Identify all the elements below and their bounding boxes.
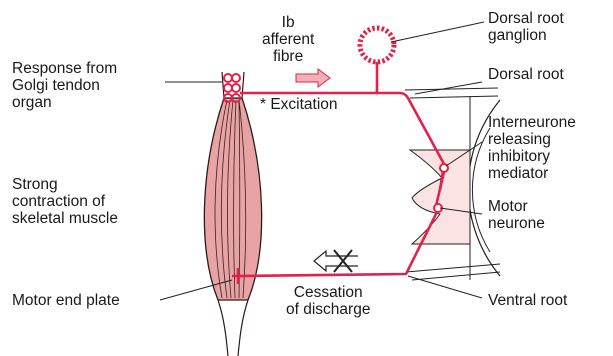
- grey-matter: [410, 150, 470, 244]
- motor-neurone-label: Motor neurone: [488, 198, 545, 232]
- afferent-arrow: [296, 69, 330, 87]
- golgi-response-label: Response from Golgi tendon organ: [12, 60, 117, 111]
- ib-afferent-fibre-label: Ib afferent fibre: [262, 14, 314, 65]
- lower-tendon: [218, 300, 248, 356]
- dorsal-root-ganglion-label: Dorsal root ganglion: [488, 10, 564, 44]
- spinal-cord: [410, 96, 500, 280]
- dorsal-root-label: Dorsal root: [488, 66, 564, 83]
- motor-end-plate-label: Motor end plate: [12, 292, 120, 309]
- ventral-root-label: Ventral root: [488, 292, 567, 309]
- excitation-label: * Excitation: [260, 96, 338, 113]
- blocked-arrow: [314, 250, 358, 272]
- interneurone-label: Interneurone releasing inhibitory mediat…: [488, 114, 576, 182]
- strong-contraction-label: Strong contraction of skeletal muscle: [12, 176, 118, 227]
- dorsal-root-ganglion: [360, 28, 394, 62]
- cessation-of-discharge-label: Cessation of discharge: [286, 284, 370, 318]
- muscle: [204, 72, 261, 356]
- muscle-belly: [204, 98, 261, 300]
